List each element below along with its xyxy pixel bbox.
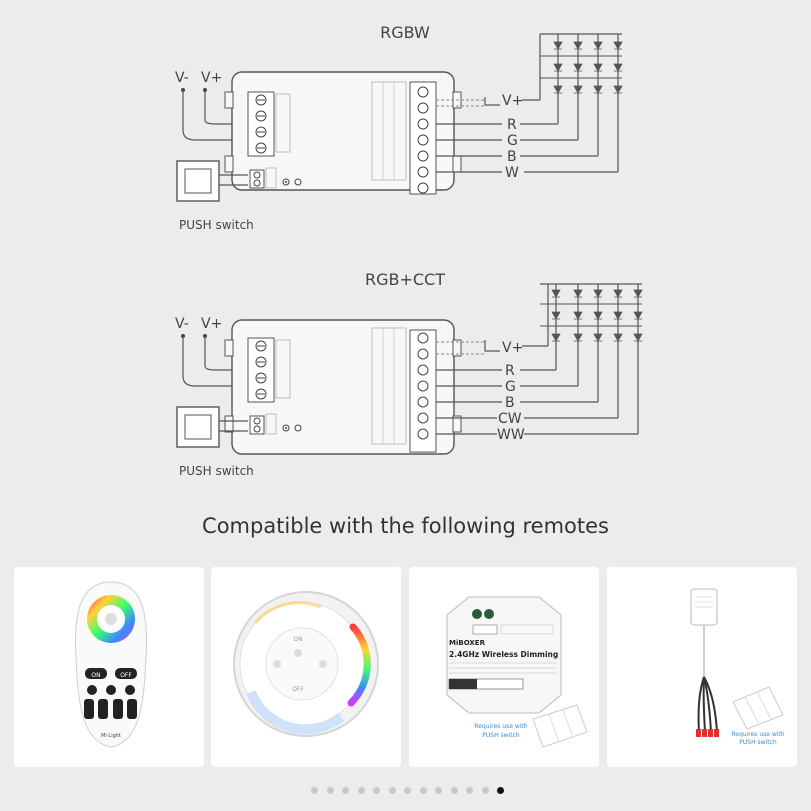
carousel-dot[interactable] bbox=[326, 787, 334, 794]
output-label-r: R bbox=[505, 363, 515, 379]
remote-card-receiver[interactable]: Requires use with PUSH switch bbox=[607, 567, 797, 767]
requires-note-line1: Requires use with bbox=[474, 723, 527, 730]
module-product-title: 2.4GHz Wireless Dimming bbox=[449, 650, 558, 659]
rgbcct-wiring-diagram: RGB+CCT V- V+ PUSH swit bbox=[175, 270, 643, 478]
carousel-dot[interactable] bbox=[404, 787, 411, 794]
output-label-w: W bbox=[505, 165, 519, 181]
off-label: OFF bbox=[292, 686, 304, 693]
carousel-dot[interactable] bbox=[481, 787, 489, 794]
output-label-b: B bbox=[507, 149, 517, 165]
output-label-vplus: V+ bbox=[502, 340, 523, 356]
output-label-b: B bbox=[505, 395, 515, 411]
carousel-dot[interactable] bbox=[342, 787, 349, 794]
requires-note-line1: Requires use with bbox=[731, 731, 784, 738]
remote-card-round[interactable]: ON OFF bbox=[211, 567, 401, 767]
carousel-dot[interactable] bbox=[388, 787, 396, 794]
carousel-dot[interactable] bbox=[435, 787, 442, 794]
push-switch-label: PUSH switch bbox=[179, 464, 254, 478]
output-label-vplus: V+ bbox=[502, 93, 523, 109]
v-plus-label: V+ bbox=[201, 316, 222, 332]
on-button-label: ON bbox=[91, 672, 100, 679]
off-button-label: OFF bbox=[120, 672, 132, 679]
handheld-remote-image: ON OFF Mi·Light bbox=[75, 581, 147, 748]
output-label-g: G bbox=[507, 133, 518, 149]
carousel-dot[interactable] bbox=[373, 787, 380, 794]
carousel-dot[interactable] bbox=[419, 787, 427, 794]
carousel-dot[interactable] bbox=[497, 787, 504, 794]
diagram-title: RGBW bbox=[380, 23, 430, 42]
output-label-g: G bbox=[505, 379, 516, 395]
carousel-dot[interactable] bbox=[450, 787, 458, 794]
remote-card-module[interactable]: MiBOXER 2.4GHz Wireless Dimming Requires… bbox=[409, 567, 599, 767]
carousel-dot[interactable] bbox=[311, 787, 318, 794]
requires-note-line2: PUSH switch bbox=[482, 732, 520, 739]
round-remote-image: ON OFF bbox=[233, 591, 379, 737]
output-label-ww: WW bbox=[497, 427, 525, 443]
remote-card-handheld[interactable]: ON OFF Mi·Light bbox=[14, 567, 204, 767]
dimming-module-image: MiBOXER 2.4GHz Wireless Dimming Requires… bbox=[446, 596, 588, 748]
module-brand: MiBOXER bbox=[449, 639, 486, 647]
rgbw-wiring-diagram: RGBW V- V+ bbox=[175, 23, 623, 232]
push-switch-label: PUSH switch bbox=[179, 218, 254, 232]
controller-box bbox=[224, 319, 485, 455]
requires-note-line2: PUSH switch bbox=[739, 739, 777, 746]
controller-box bbox=[224, 71, 485, 195]
off-button bbox=[115, 668, 137, 679]
v-plus-label: V+ bbox=[201, 70, 222, 86]
led-array bbox=[551, 289, 643, 342]
carousel-dot[interactable] bbox=[357, 787, 365, 794]
carousel-pagination bbox=[0, 787, 811, 797]
output-label-cw: CW bbox=[498, 411, 522, 427]
carousel-dot[interactable] bbox=[466, 787, 473, 794]
output-label-r: R bbox=[507, 117, 517, 133]
v-minus-label: V- bbox=[175, 316, 189, 332]
on-label: ON bbox=[293, 636, 302, 643]
receiver-image: Requires use with PUSH switch bbox=[690, 588, 785, 746]
on-button bbox=[85, 668, 107, 679]
remotes-section-title: Compatible with the following remotes bbox=[202, 514, 609, 538]
v-minus-label: V- bbox=[175, 70, 189, 86]
led-array bbox=[553, 41, 623, 94]
brand-logo: Mi·Light bbox=[101, 733, 121, 739]
diagram-title: RGB+CCT bbox=[365, 270, 445, 289]
